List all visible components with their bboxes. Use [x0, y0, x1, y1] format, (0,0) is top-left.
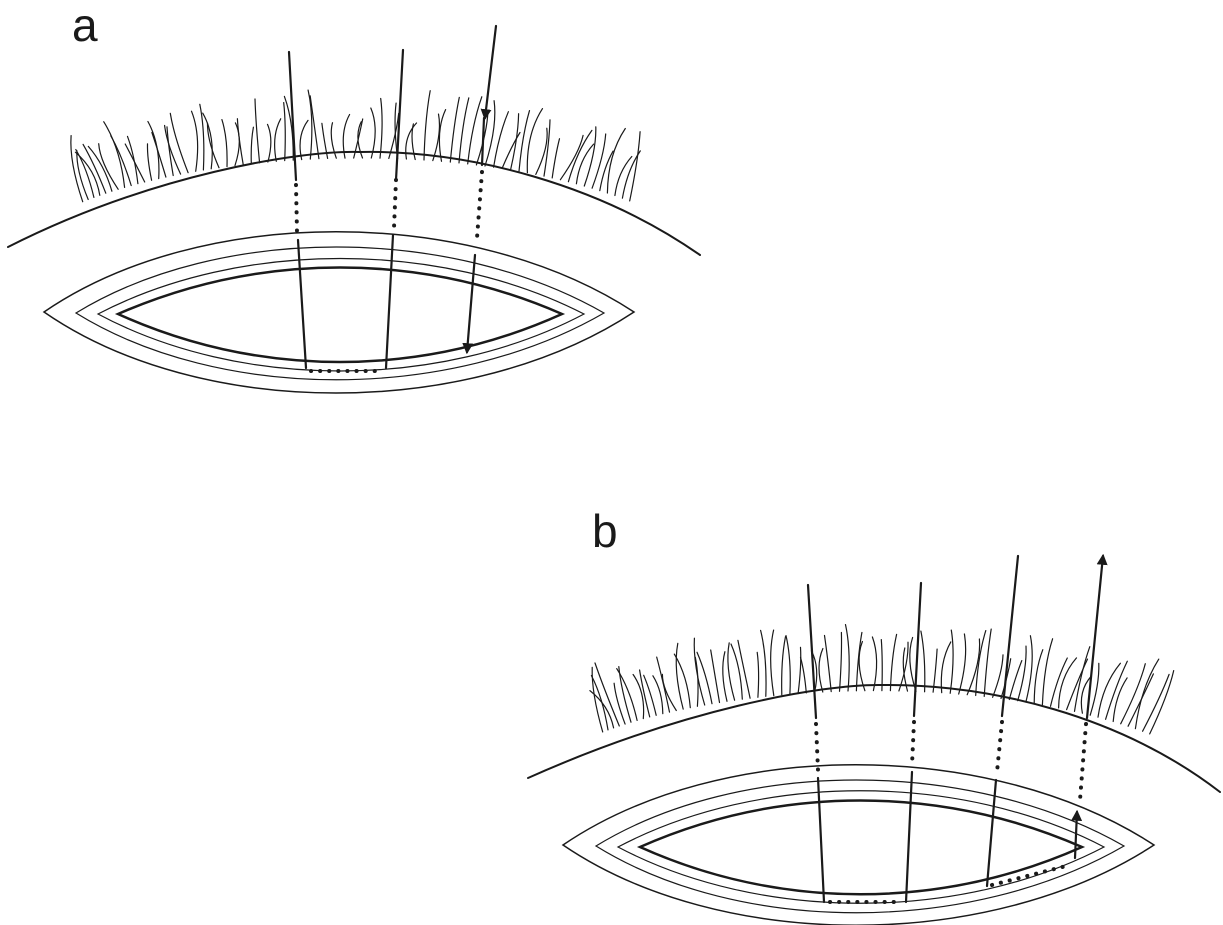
eyelash: [881, 640, 882, 691]
eyelid-arc-a: [8, 152, 700, 255]
panel-label-b: b: [592, 508, 618, 554]
eyelash: [757, 652, 758, 697]
eyelash: [890, 634, 896, 690]
eyelash: [1121, 664, 1146, 724]
eyelash: [694, 638, 704, 705]
eyelash: [424, 91, 430, 160]
eyelashes-a: [71, 90, 640, 202]
eyelash: [782, 637, 786, 695]
eyelash: [959, 634, 966, 694]
eyelash: [615, 157, 632, 196]
needle-arrow-b-top: [1087, 556, 1103, 718]
eyelash: [1042, 639, 1052, 705]
eyelash: [275, 119, 281, 162]
eyelash: [738, 640, 750, 698]
eyelash: [255, 99, 260, 163]
eyelash: [127, 136, 137, 183]
eyelash: [560, 135, 583, 179]
eyelash: [77, 151, 88, 200]
dotted-passes-b: [816, 722, 1086, 902]
eyelash: [1135, 659, 1158, 729]
eyelash: [147, 144, 151, 180]
eyelash: [840, 633, 842, 692]
eyelash: [433, 114, 440, 161]
eyelash: [798, 647, 801, 693]
eyelash: [237, 119, 243, 165]
eyelash: [459, 98, 469, 163]
needle-arrow-b-bottom: [1075, 812, 1077, 858]
eyelash: [711, 650, 720, 703]
eyelash: [71, 136, 83, 202]
eyelash: [83, 144, 106, 193]
eyelash: [607, 129, 625, 194]
eyelash: [1026, 636, 1032, 702]
panel-b-drawing: [528, 556, 1220, 925]
eyelash: [300, 120, 308, 159]
eyelash: [584, 127, 596, 186]
eyelash: [723, 652, 727, 702]
eyelash: [819, 649, 823, 693]
eyelash: [251, 127, 253, 163]
eyelash: [984, 629, 991, 696]
eyelash: [371, 108, 375, 158]
eyelash: [657, 657, 670, 712]
eyelash: [284, 103, 286, 161]
eyelash: [1059, 658, 1077, 708]
eyelash: [222, 120, 227, 167]
eyelash: [662, 674, 676, 710]
eyelash: [1034, 650, 1043, 704]
eyelash: [1018, 646, 1026, 701]
eyelash: [1150, 671, 1174, 734]
eyelash: [502, 133, 520, 169]
panel-label-a: a: [72, 2, 98, 48]
incision-a: [44, 232, 634, 393]
eyelash: [801, 657, 807, 693]
eyelash: [167, 127, 173, 176]
eyelash: [676, 643, 683, 709]
eyelash: [644, 675, 657, 715]
panel-a-drawing: [8, 26, 700, 393]
eyelash: [933, 649, 937, 692]
eyelash: [825, 636, 832, 692]
eyelash: [1106, 661, 1128, 719]
eyelash: [380, 99, 382, 159]
eyelash: [846, 625, 850, 691]
eyelash: [170, 113, 188, 172]
eyelash: [268, 124, 271, 162]
eyelash: [552, 139, 559, 178]
eyelash: [439, 110, 445, 162]
eyelash: [590, 691, 614, 728]
eyelash: [450, 97, 459, 162]
eyelash: [761, 630, 766, 696]
suture-lines-b: [808, 556, 1103, 902]
eyelash: [872, 637, 876, 691]
eyelash: [993, 655, 1003, 697]
eyelash: [786, 636, 790, 695]
eyelash: [921, 631, 925, 692]
eyelash: [592, 134, 606, 188]
eyelash: [950, 630, 953, 693]
needle-arrow-a-bottom: [467, 255, 475, 352]
suture-lines-a: [289, 26, 496, 368]
eyelash: [771, 630, 774, 696]
eyelash: [192, 111, 198, 171]
eyelash: [859, 642, 865, 691]
eyelash: [697, 652, 712, 703]
eyelash: [941, 642, 951, 693]
dotted-passes-a: [296, 172, 482, 371]
